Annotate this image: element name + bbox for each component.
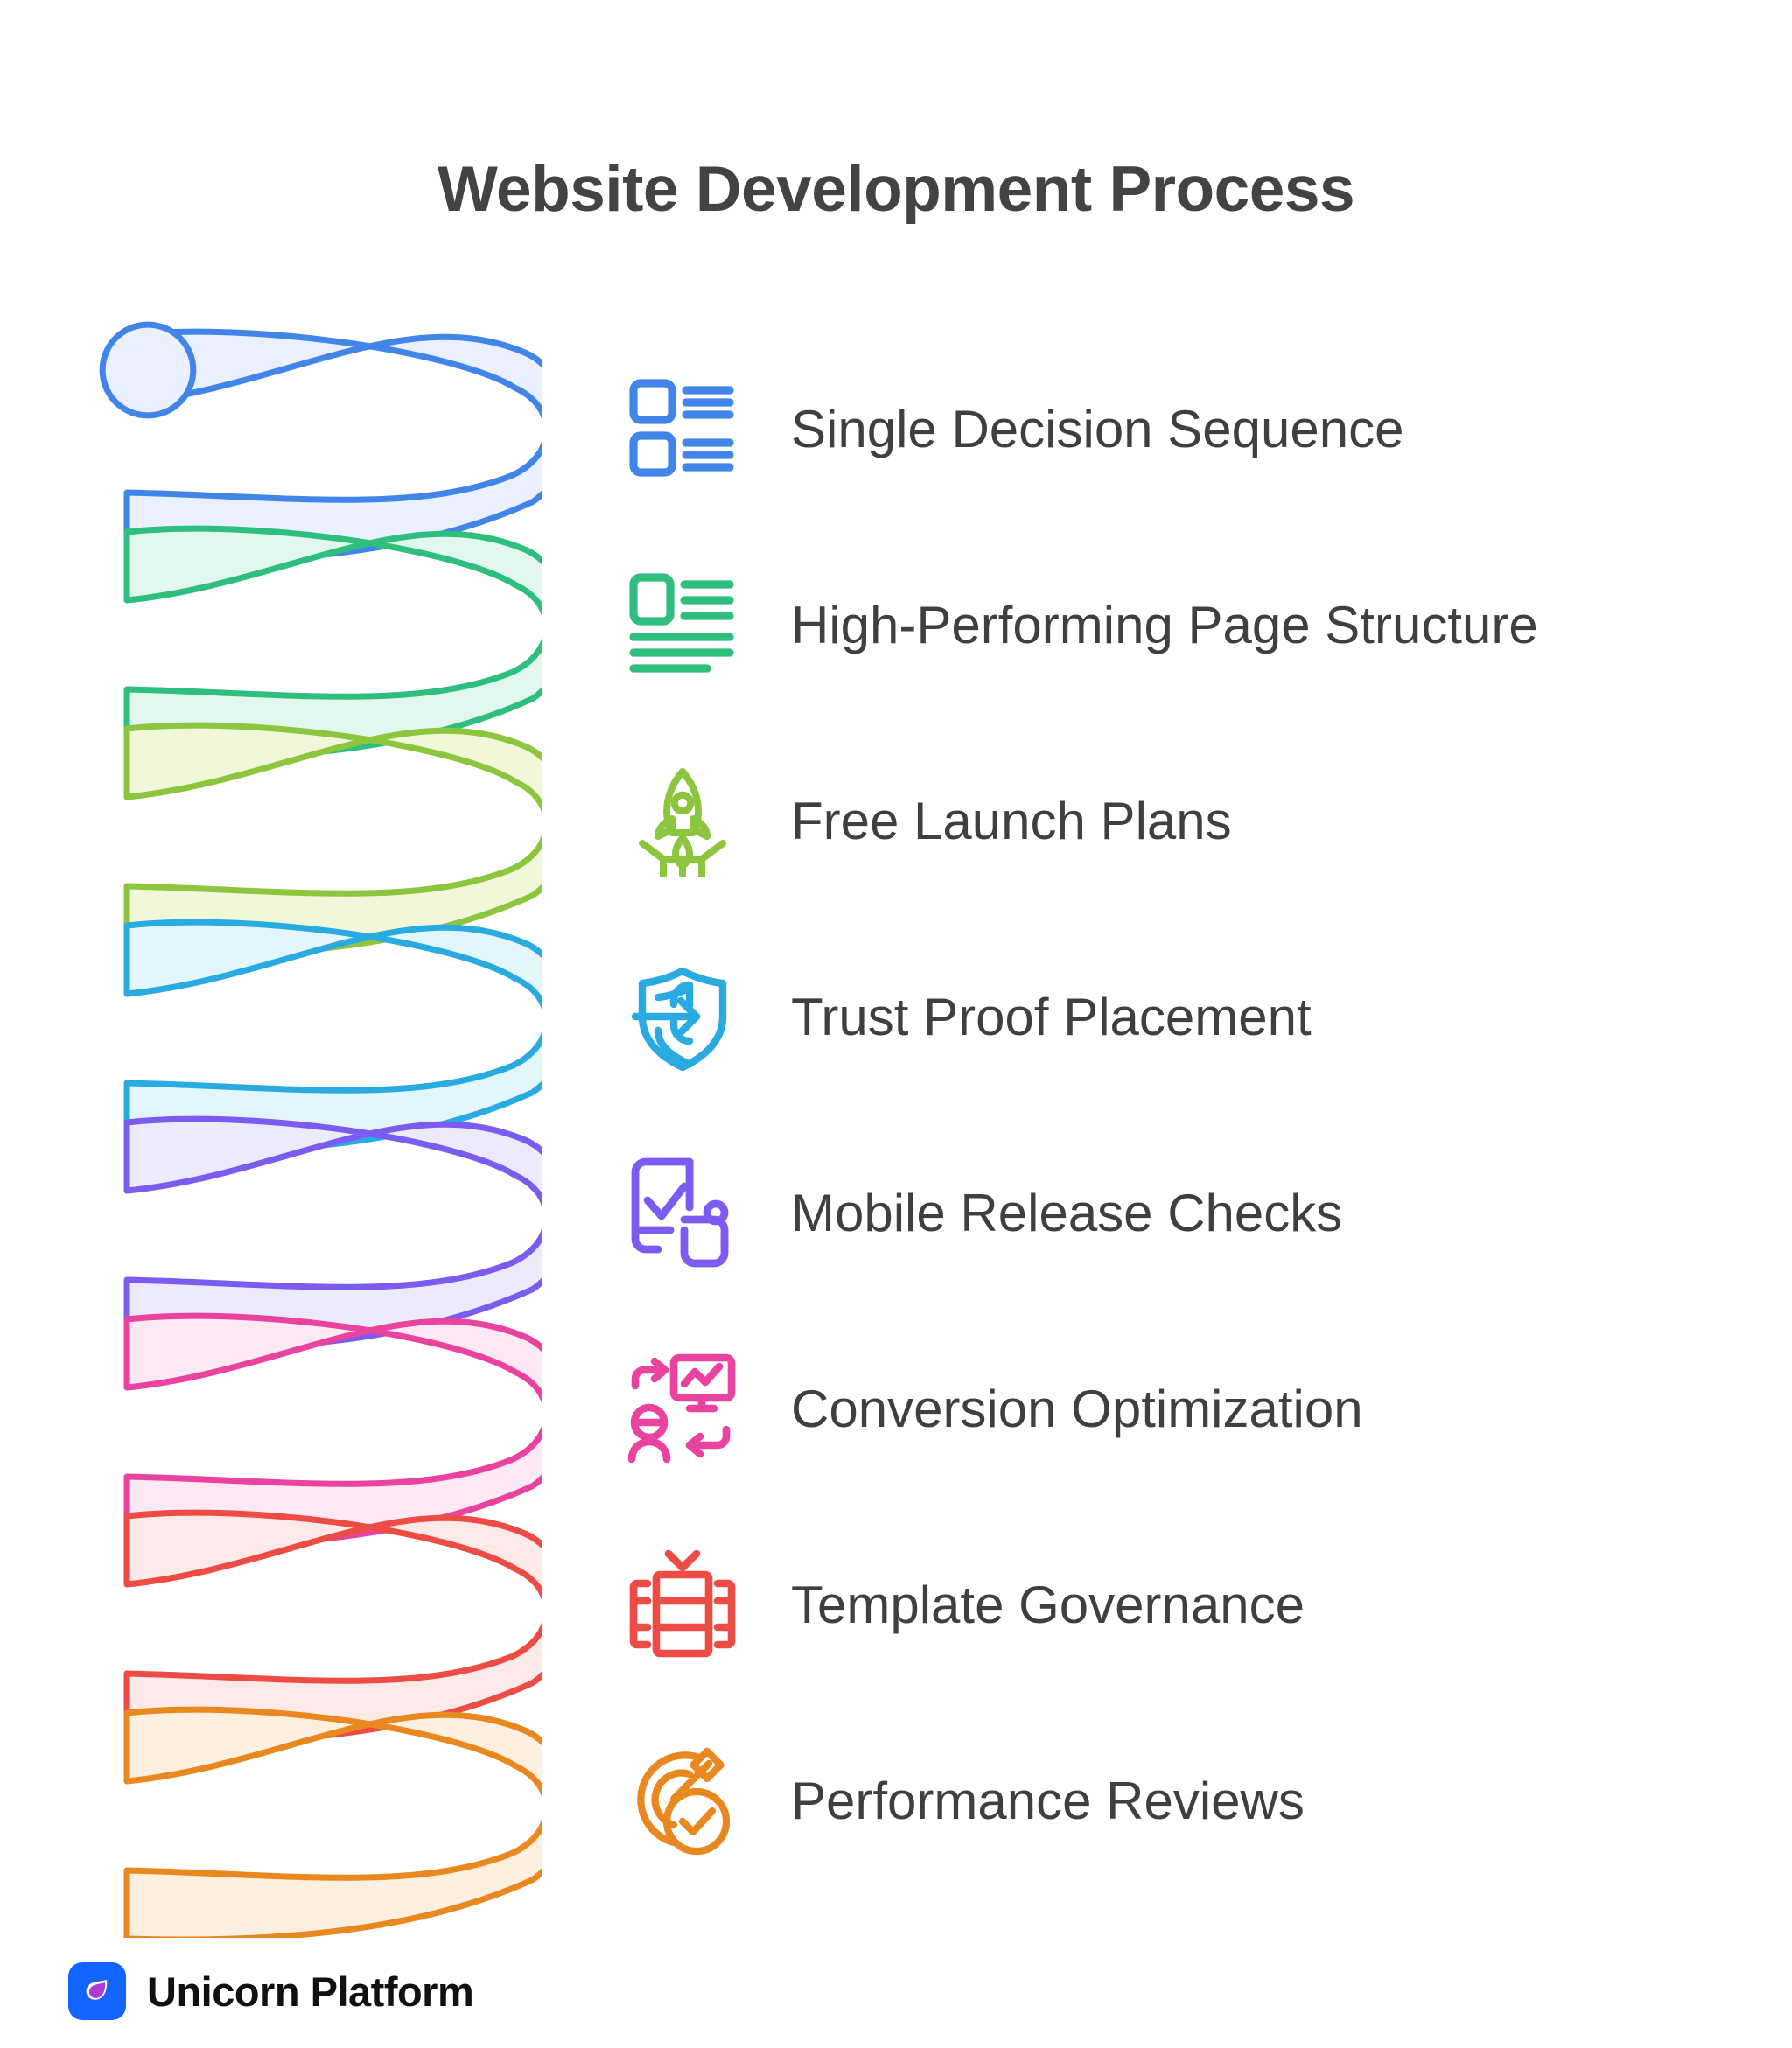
- page-title: Website Development Process: [437, 154, 1355, 225]
- list-item[interactable]: High-Performing Page Structure: [612, 559, 1768, 690]
- list-item[interactable]: Free Launch Plans: [612, 755, 1768, 886]
- list-item[interactable]: Single Decision Sequence: [612, 363, 1768, 494]
- spiral-turn-8: [123, 1706, 542, 1938]
- target-check-icon: [612, 1735, 752, 1866]
- template-grid-icon: [612, 1539, 752, 1670]
- mobile-check-icon: [612, 1147, 752, 1278]
- list-item-label: Conversion Optimization: [791, 1379, 1363, 1438]
- list-item-label: Free Launch Plans: [791, 791, 1232, 850]
- list-item-label: Mobile Release Checks: [791, 1183, 1343, 1242]
- coil-spiral-svg: [99, 321, 542, 1938]
- list-item[interactable]: Template Governance: [612, 1539, 1768, 1670]
- shield-login-icon: [612, 951, 752, 1082]
- brand-footer[interactable]: Unicorn Platform: [68, 1962, 474, 2020]
- spiral-end-cap: [99, 321, 197, 419]
- list-item[interactable]: Conversion Optimization: [612, 1343, 1768, 1474]
- list-item-label: High-Performing Page Structure: [791, 595, 1538, 654]
- list-layout-icon: [612, 363, 752, 494]
- article-layout-icon: [612, 559, 752, 690]
- list-item[interactable]: Performance Reviews: [612, 1735, 1768, 1866]
- list-item-label: Template Governance: [791, 1575, 1305, 1634]
- steps-list: Single Decision Sequence High-Performing…: [612, 363, 1768, 1866]
- rocket-launch-icon: [612, 755, 752, 886]
- list-item-label: Performance Reviews: [791, 1771, 1305, 1830]
- unicorn-leaf-icon: [68, 1962, 126, 2020]
- spiral-graphic: [52, 302, 542, 1938]
- list-item[interactable]: Trust Proof Placement: [612, 951, 1768, 1082]
- list-item-label: Trust Proof Placement: [791, 987, 1312, 1046]
- list-item[interactable]: Mobile Release Checks: [612, 1147, 1768, 1278]
- list-item-label: Single Decision Sequence: [791, 399, 1404, 458]
- conversion-chart-icon: [612, 1343, 752, 1474]
- brand-name: Unicorn Platform: [147, 1968, 474, 2015]
